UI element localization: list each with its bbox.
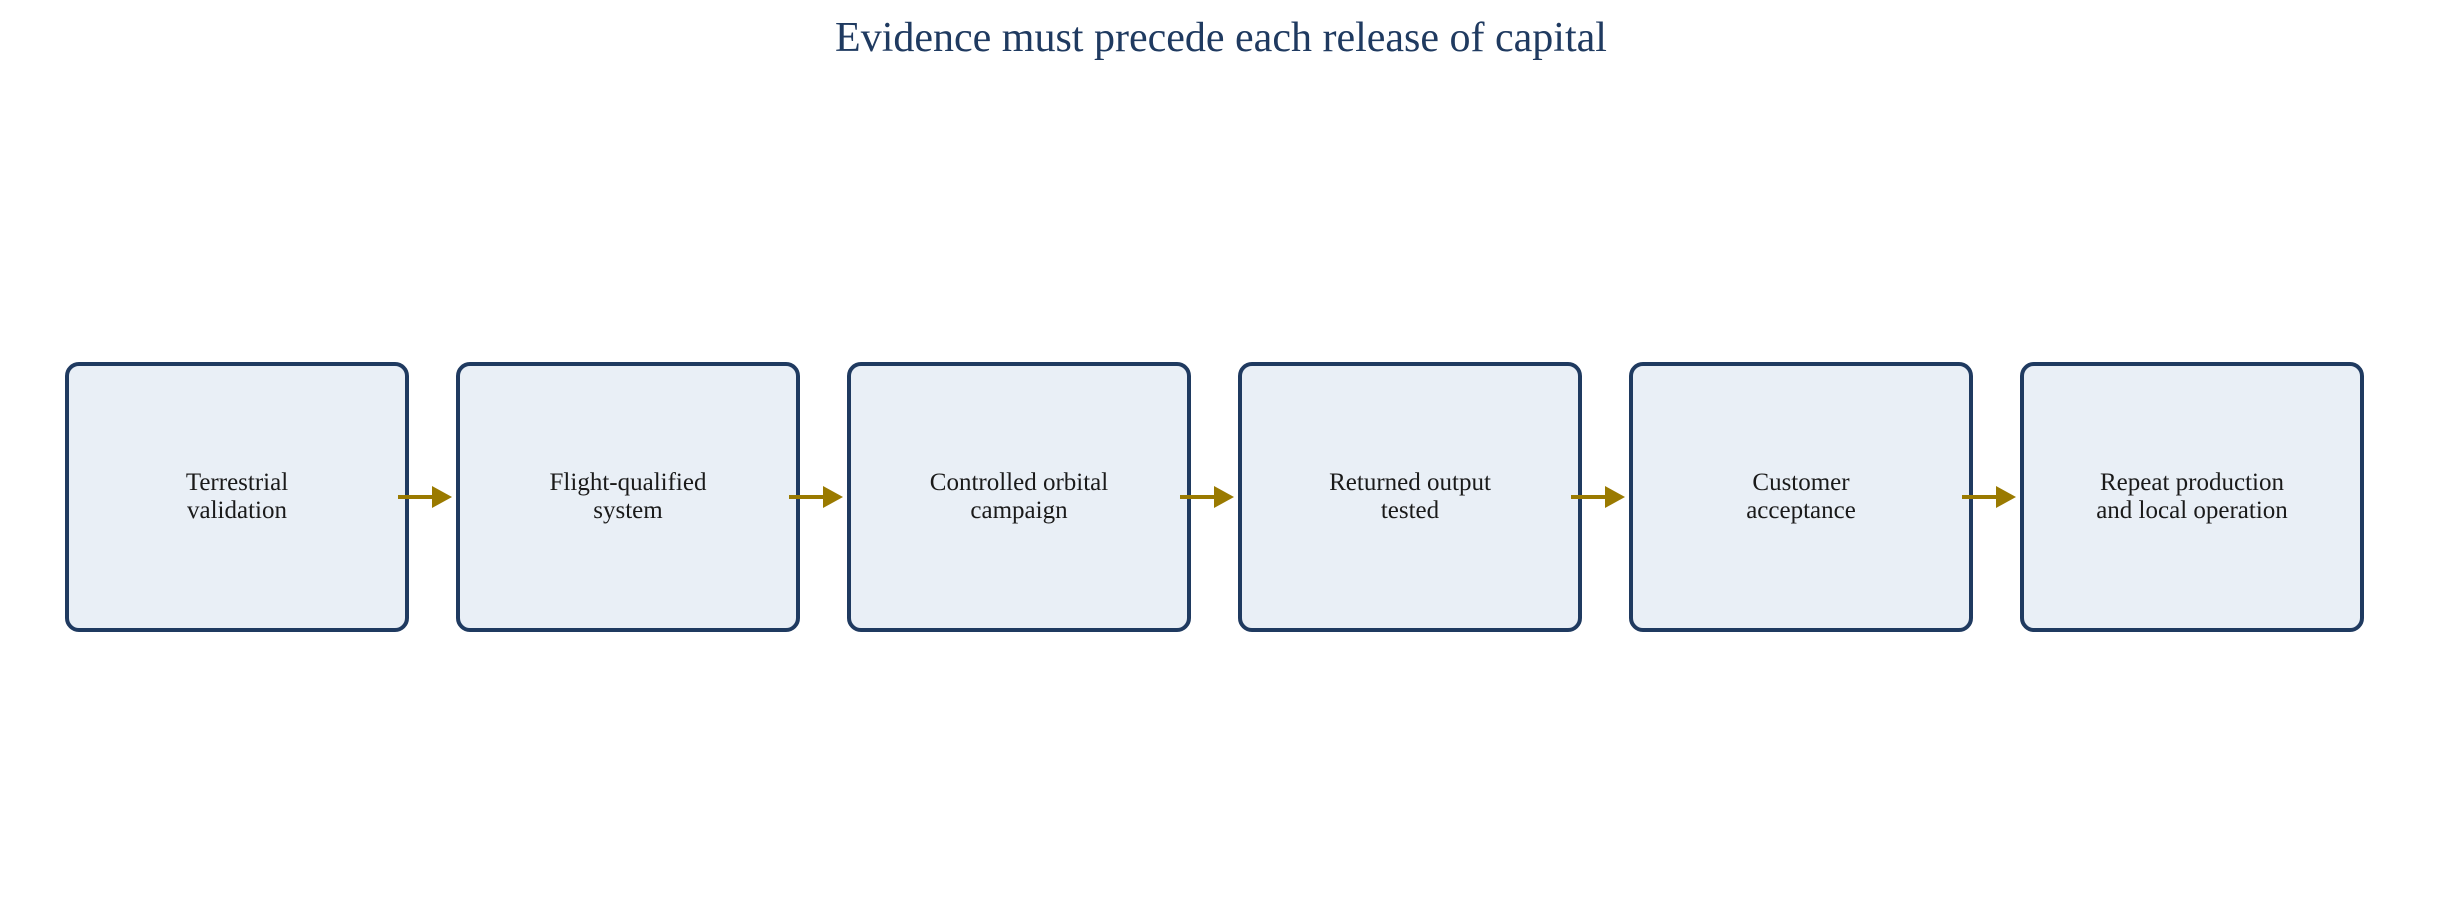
step-returned-output-tested: Returned output tested [1238,362,1582,632]
step-label: Customer acceptance [1746,469,1856,524]
diagram-title: Evidence must precede each release of ca… [835,15,1607,61]
step-label: Flight-qualified system [549,469,707,524]
arrow-right-icon [1571,486,1625,508]
step-terrestrial-validation: Terrestrial validation [65,362,409,632]
step-repeat-production: Repeat production and local operation [2020,362,2364,632]
step-controlled-orbital-campaign: Controlled orbital campaign [847,362,1191,632]
arrow-right-icon [1180,486,1234,508]
step-customer-acceptance: Customer acceptance [1629,362,1973,632]
arrow-right-icon [789,486,843,508]
step-flight-qualified-system: Flight-qualified system [456,362,800,632]
step-label: Returned output tested [1329,469,1491,524]
step-label: Controlled orbital campaign [929,469,1109,524]
arrow-right-icon [398,486,452,508]
step-label: Repeat production and local operation [2096,469,2288,524]
arrow-right-icon [1962,486,2016,508]
step-label: Terrestrial validation [185,469,289,524]
